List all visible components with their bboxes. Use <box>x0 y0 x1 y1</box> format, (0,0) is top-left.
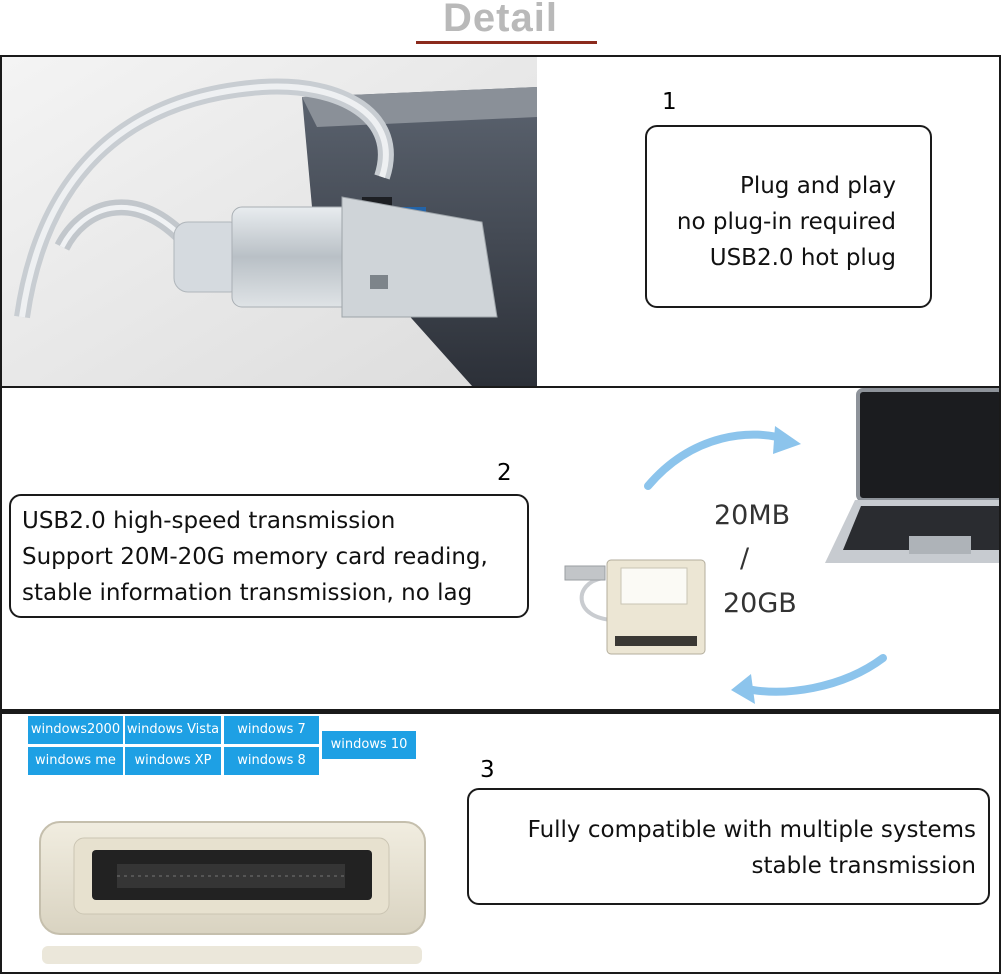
feature-box: Fully compatible with multiple systems s… <box>467 788 990 905</box>
section-number: 1 <box>662 89 677 115</box>
section-compatibility: windows2000 windows Vista windows 7 wind… <box>0 711 1001 974</box>
header: Detail <box>0 0 1001 50</box>
section-plug-and-play: 1 Plug and play no plug-in required USB2… <box>0 55 1001 388</box>
section-number: 2 <box>497 460 512 486</box>
feature-line: USB2.0 high-speed transmission <box>22 508 396 534</box>
feature-line: USB2.0 hot plug <box>709 245 896 271</box>
usb-cable-photo <box>2 57 537 386</box>
page-title: Detail <box>443 0 558 40</box>
feature-box: Plug and play no plug-in required USB2.0… <box>645 125 932 308</box>
feature-line: Plug and play <box>739 173 896 199</box>
card-reader-slot-photo <box>39 821 426 964</box>
feature-line: stable information transmission, no lag <box>22 580 473 606</box>
os-tag: windows me <box>28 747 123 775</box>
speed-separator: / <box>740 543 750 574</box>
os-tag: windows Vista <box>125 716 221 744</box>
transfer-arrows <box>564 388 999 704</box>
feature-line: stable transmission <box>751 853 976 879</box>
feature-line: Fully compatible with multiple systems <box>527 817 976 843</box>
os-tag: windows 7 <box>224 716 319 744</box>
section-transmission: 2 USB2.0 high-speed transmission Support… <box>0 388 1001 711</box>
feature-box: USB2.0 high-speed transmission Support 2… <box>9 494 529 618</box>
os-tag: windows 8 <box>224 747 319 775</box>
section-number: 3 <box>480 757 495 783</box>
os-tag: windows XP <box>125 747 221 775</box>
feature-line: no plug-in required <box>676 209 896 235</box>
speed-max: 20GB <box>723 588 797 619</box>
feature-line: Support 20M-20G memory card reading, <box>22 544 488 570</box>
os-tag: windows2000 <box>28 716 123 744</box>
title-underline <box>416 41 597 44</box>
os-tag: windows 10 <box>322 731 416 759</box>
speed-min: 20MB <box>714 500 791 531</box>
